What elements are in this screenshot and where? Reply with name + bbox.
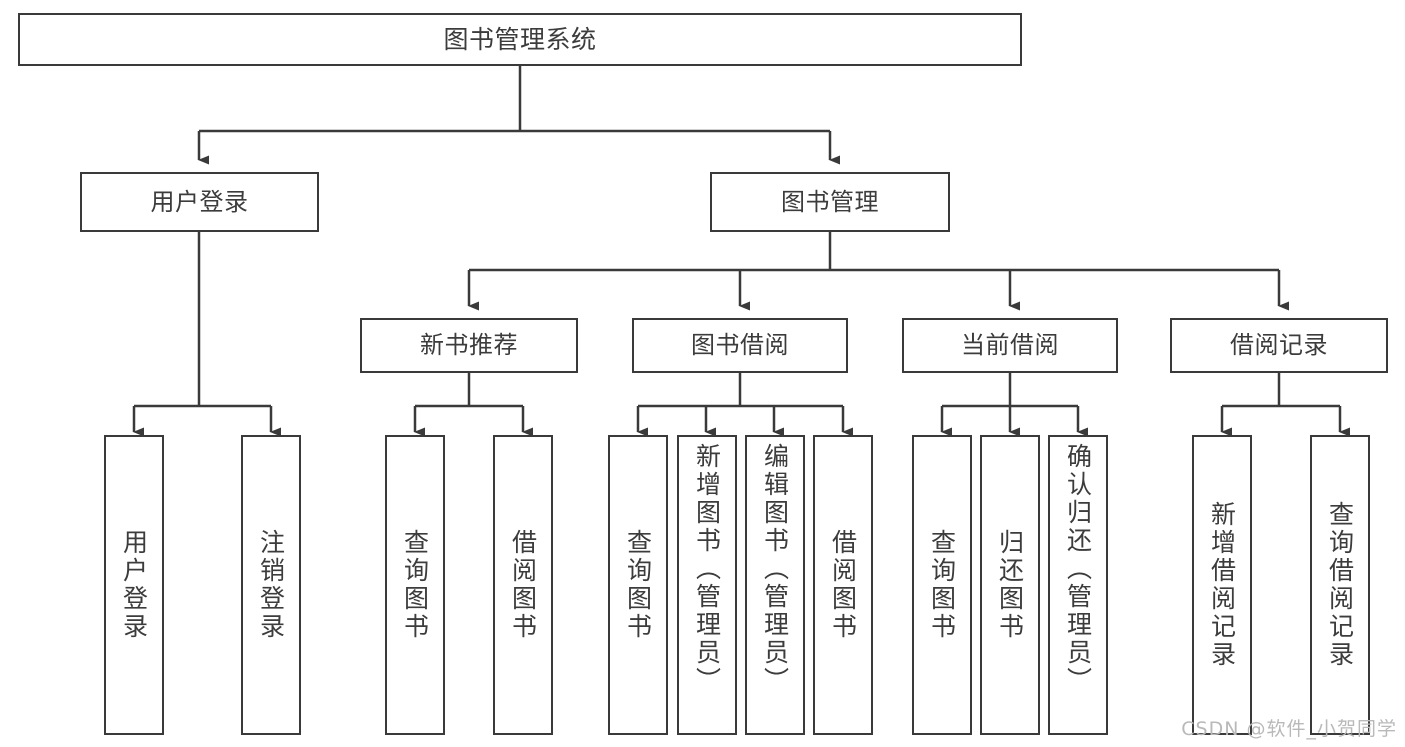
node-label: 确认归还（管理员） — [1063, 443, 1093, 695]
node-label: 当前借阅 — [961, 331, 1059, 360]
node-label: 图书借阅 — [691, 331, 789, 360]
node-book-borrow[interactable]: 图书借阅 — [632, 318, 848, 373]
node-label: 编辑图书（管理员） — [760, 443, 790, 695]
node-label: 图书管理系统 — [443, 24, 597, 54]
leaf-current-borrow-return[interactable]: 归还图书 — [980, 435, 1040, 735]
csdn-watermark: CSDN @软件_小贺同学 — [1181, 718, 1397, 740]
node-current-borrow[interactable]: 当前借阅 — [902, 318, 1118, 373]
leaf-current-borrow-confirm-return[interactable]: 确认归还（管理员） — [1048, 435, 1108, 735]
node-root-system[interactable]: 图书管理系统 — [18, 13, 1022, 66]
node-new-book-recommend[interactable]: 新书推荐 — [360, 318, 578, 373]
node-label: 查询图书 — [400, 529, 430, 641]
leaf-current-borrow-query[interactable]: 查询图书 — [912, 435, 972, 735]
node-label: 用户登录 — [150, 187, 249, 216]
node-label: 图书管理 — [781, 187, 879, 216]
node-label: 查询借阅记录 — [1325, 501, 1355, 669]
node-book-management[interactable]: 图书管理 — [710, 172, 950, 232]
node-label: 新增借阅记录 — [1207, 501, 1237, 669]
leaf-borrow-record-add[interactable]: 新增借阅记录 — [1192, 435, 1252, 735]
leaf-book-borrow-add[interactable]: 新增图书（管理员） — [677, 435, 737, 735]
leaf-user-login-logout[interactable]: 注销登录 — [241, 435, 301, 735]
node-borrow-record[interactable]: 借阅记录 — [1170, 318, 1388, 373]
node-label: 新增图书（管理员） — [692, 443, 722, 695]
leaf-borrow-record-query[interactable]: 查询借阅记录 — [1310, 435, 1370, 735]
node-label: 归还图书 — [995, 529, 1025, 641]
node-label: 借阅图书 — [828, 529, 858, 641]
leaf-book-borrow-query[interactable]: 查询图书 — [608, 435, 668, 735]
node-label: 用户登录 — [119, 529, 149, 641]
node-label: 查询图书 — [623, 529, 653, 641]
node-label: 借阅记录 — [1230, 331, 1328, 360]
leaf-book-borrow-borrow[interactable]: 借阅图书 — [813, 435, 873, 735]
node-label: 借阅图书 — [508, 529, 538, 641]
leaf-new-book-borrow[interactable]: 借阅图书 — [493, 435, 553, 735]
leaf-new-book-query[interactable]: 查询图书 — [385, 435, 445, 735]
leaf-user-login-login[interactable]: 用户登录 — [104, 435, 164, 735]
node-label: 查询图书 — [927, 529, 957, 641]
node-label: 新书推荐 — [420, 331, 518, 360]
node-label: 注销登录 — [256, 529, 286, 641]
leaf-book-borrow-edit[interactable]: 编辑图书（管理员） — [745, 435, 805, 735]
node-user-login[interactable]: 用户登录 — [80, 172, 319, 232]
